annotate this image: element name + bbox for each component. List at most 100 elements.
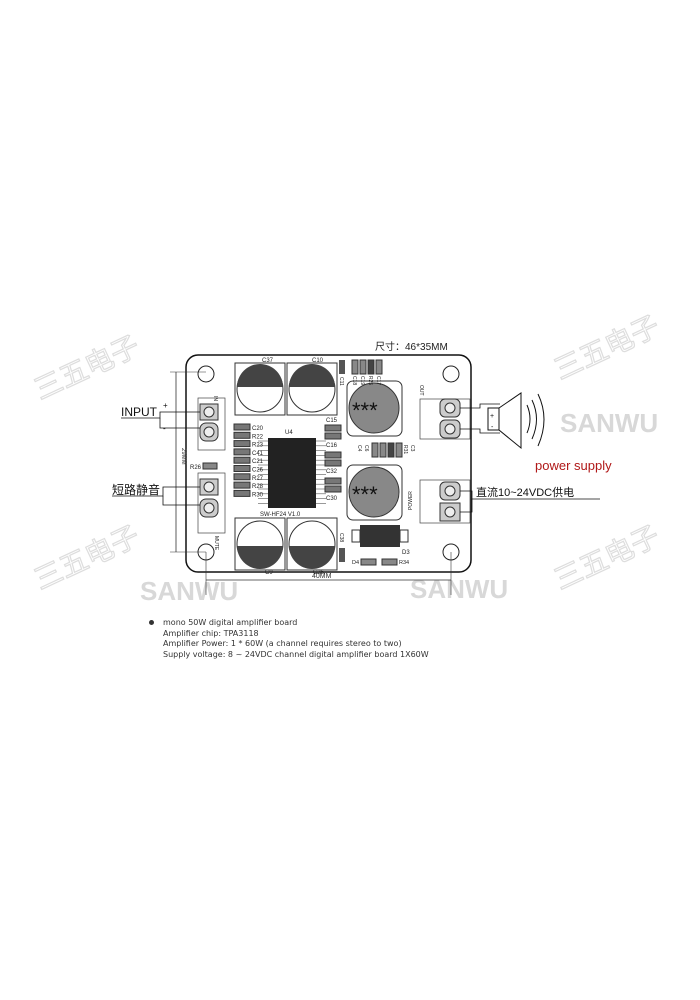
in-label: IN (212, 396, 218, 401)
part-label: C4 (356, 445, 362, 452)
smd-part (233, 431, 251, 439)
d3-diode (360, 525, 400, 547)
inductor-1-label: *** (352, 398, 378, 423)
c36-label: C36 (313, 570, 325, 576)
smd-part (324, 485, 342, 493)
r34-label: R34 (399, 560, 409, 566)
d3-label: D3 (402, 550, 410, 556)
speaker-minus: - (491, 424, 494, 431)
smd-part (233, 465, 251, 472)
smd-part (233, 448, 251, 456)
input-connector (197, 397, 226, 451)
smd-part (395, 442, 403, 458)
smd-part (233, 423, 251, 431)
smd-part (359, 359, 367, 375)
smd-part (233, 481, 251, 489)
c9-label: C9 (265, 570, 273, 576)
part-label: C41 (252, 451, 264, 457)
watermark-sanwu-3: SANWU (560, 408, 658, 438)
part-label: C21 (252, 459, 264, 465)
mount-hole-tl (197, 365, 215, 383)
c37-label: C37 (262, 358, 274, 364)
smd-part (324, 424, 342, 432)
c10-label: C10 (312, 358, 324, 364)
smd-part (371, 442, 379, 458)
part-label: C15 (326, 418, 338, 424)
board-outline (185, 354, 472, 573)
part-label: R31 (402, 445, 408, 454)
watermark-cn-1: 三五电子 (29, 330, 144, 405)
power-connector (419, 479, 471, 524)
part-label: R28 (252, 484, 264, 490)
c11-part (339, 360, 345, 374)
watermark-sanwu-2: SANWU (410, 574, 508, 604)
description-line: Amplifier chip: TPA3118 (163, 628, 259, 638)
r26-label: R26 (190, 465, 202, 471)
c38-part (339, 548, 345, 562)
watermark-cn-4: 三五电子 (549, 520, 664, 595)
smd-part (324, 477, 342, 485)
smd-part (387, 442, 395, 458)
height-dim-label: 29MM (180, 448, 186, 465)
part-label: C26 (252, 468, 264, 474)
part-label: C30 (326, 496, 338, 502)
input-plus: + (163, 401, 168, 410)
size-label: 尺寸：46*35MM (375, 340, 448, 353)
speaker-plus: + (490, 413, 494, 420)
mute-connector (197, 472, 226, 534)
smd-part (324, 459, 342, 467)
product-description: mono 50W digital amplifier board Amplifi… (149, 618, 429, 661)
mute-label: MUTE (213, 536, 219, 551)
part-label: R27 (252, 476, 264, 482)
part-label: R30 (252, 492, 264, 498)
amplifier-board-diagram: 三五电子 三五电子 三五电子 三五电子 SANWU SANWU SANWU 尺寸… (29, 309, 665, 606)
description-line: Amplifier Power: 1 * 60W (a channel requ… (163, 639, 402, 649)
watermark-group: 三五电子 三五电子 三五电子 三五电子 (29, 309, 665, 596)
part-label: R25 (367, 376, 373, 385)
part-label: C19 (359, 376, 365, 385)
smd-part (324, 451, 342, 459)
input-label: INPUT (121, 405, 158, 419)
smd-part (375, 359, 383, 375)
part-label: C3 (409, 445, 415, 452)
smd-part (233, 489, 251, 497)
width-dim-label: 40MM (312, 573, 332, 580)
smd-part (379, 442, 387, 458)
input-minus: - (163, 424, 166, 433)
part-label: C16 (326, 443, 338, 449)
smd-part (351, 359, 359, 375)
power-label: POWER (408, 491, 414, 510)
mute-cn-label: 短路静音 (112, 482, 160, 497)
part-label: R23 (252, 443, 264, 449)
board-version-label: SW-HF24 V1.0 (260, 512, 301, 518)
part-label: C18 (351, 376, 357, 385)
inductor-2-label: *** (352, 482, 378, 507)
c38-label: C38 (338, 533, 344, 542)
part-label: R22 (252, 434, 264, 440)
smd-part (324, 432, 342, 440)
c11-label: C11 (338, 377, 344, 386)
power-supply-label: power supply (535, 458, 612, 473)
bullet-icon (149, 620, 154, 625)
smd-part (233, 456, 251, 464)
part-label: C6 (363, 445, 369, 452)
mount-hole-tr (442, 365, 460, 383)
watermark-cn-2: 三五电子 (29, 520, 144, 595)
capacitors (234, 362, 338, 571)
power-cn-label: 直流10~24VDC供电 (476, 485, 574, 499)
smd-part (233, 440, 251, 448)
description-line: Supply voltage: 8 ~ 24VDC channel digita… (163, 650, 429, 660)
smd-part (233, 473, 251, 481)
inductors (346, 380, 403, 521)
description-line: mono 50W digital amplifier board (163, 618, 298, 627)
u4-label: U4 (285, 430, 293, 436)
out-label: OUT (418, 385, 424, 396)
part-label: C32 (326, 469, 338, 475)
u4-chip (268, 438, 316, 508)
part-label: C20 (252, 426, 264, 432)
watermark-sanwu-1: SANWU (140, 576, 238, 606)
part-label: C17 (375, 376, 381, 385)
d4-label: D4 (352, 560, 359, 566)
watermark-cn-3: 三五电子 (549, 310, 664, 385)
smd-part (367, 359, 375, 375)
